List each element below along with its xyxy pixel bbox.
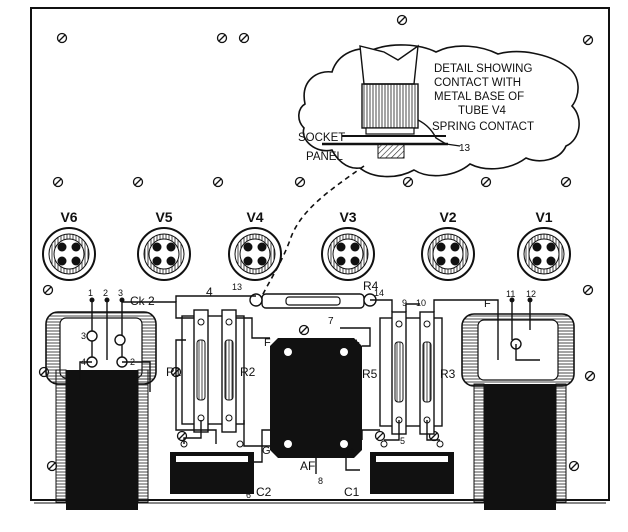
terminal-b-plus: B+: [346, 337, 360, 349]
screw-icon: [374, 430, 386, 442]
choke-ck2-core: [66, 370, 138, 510]
tube-socket-v3: [321, 227, 375, 281]
screw-icon: [176, 430, 188, 442]
screw-icon: [52, 176, 64, 188]
terminal-4: 4: [206, 285, 213, 299]
screw-icon: [480, 176, 492, 188]
socket-pins-icon: [377, 143, 405, 159]
tube-socket-v6: [42, 227, 96, 281]
ck2-terminal-3: 3: [118, 288, 123, 298]
screw-icon: [56, 32, 68, 44]
terminal-6: 6: [246, 490, 251, 500]
tube-socket-v2: [421, 227, 475, 281]
detail-line-2: CONTACT WITH: [434, 77, 521, 89]
wiring: [79, 295, 540, 474]
tube-label-v3: V3: [339, 209, 356, 225]
terminal-f: F: [264, 337, 271, 349]
detail-line-1: DETAIL SHOWING: [434, 63, 532, 75]
screw-icon: [582, 34, 594, 46]
screw-icon: [294, 176, 306, 188]
r5-label: R5: [362, 367, 378, 381]
c1-label: C1: [344, 485, 360, 499]
terminal-p: P: [347, 447, 354, 459]
ck1-label-f: F: [484, 298, 491, 310]
screw-icon: [396, 14, 408, 26]
tube-label-v1: V1: [535, 209, 552, 225]
screw-icon: [212, 176, 224, 188]
choke-ck1-core: [484, 384, 556, 510]
terminal-7: 7: [328, 316, 334, 327]
ck1-terminal-12: 12: [526, 289, 536, 299]
tube-socket-v4: [228, 227, 282, 281]
tube-label-v2: V2: [439, 209, 456, 225]
tube-labels: V6 V5 V4 V3 V2 V1: [60, 209, 552, 225]
detail-callout: DETAIL SHOWING CONTACT WITH METAL BASE O…: [298, 44, 580, 178]
callout-leader-line: [261, 165, 365, 297]
ck2-side-3: 3: [81, 331, 86, 341]
r1-label: R1: [166, 365, 182, 379]
screw-icon: [42, 284, 54, 296]
panel-screws: [38, 14, 596, 478]
resistor-r4: R4: [249, 279, 379, 309]
choke-ck1: F 11 12: [461, 289, 575, 510]
ck2-terminal-2: 2: [103, 288, 108, 298]
terminal-af: AF: [300, 459, 315, 473]
screw-icon: [238, 32, 250, 44]
terminal-5: 5: [400, 436, 405, 446]
tube-label-v6: V6: [60, 209, 77, 225]
terminal-8: 8: [318, 476, 323, 486]
resistor-bank-left: R1 R2: [166, 309, 256, 433]
socket-label: SOCKET: [298, 132, 345, 144]
panel-label: PANEL: [306, 151, 343, 163]
r2-label: R2: [240, 365, 256, 379]
detail-line-4: TUBE V4: [458, 105, 507, 117]
screw-icon: [216, 32, 228, 44]
screw-icon: [46, 460, 58, 472]
audio-transformer: [270, 338, 362, 458]
screw-icon: [560, 176, 572, 188]
c2-label: C2: [256, 485, 272, 499]
capacitor-c1: C1: [344, 440, 454, 499]
r4-label: R4: [363, 279, 379, 293]
terminal-9: 9: [402, 298, 407, 308]
tube-metal-base-icon: [361, 83, 419, 129]
terminal-labels: 4 13 14 7 9 10 F B+ G AF P 8 6 5: [206, 282, 426, 500]
terminal-13: 13: [232, 282, 242, 292]
ck2-terminal-1: 1: [88, 288, 93, 298]
detail-terminal-13: 13: [459, 143, 471, 154]
spring-contact-label: SPRING CONTACT: [432, 121, 534, 133]
screw-icon: [132, 176, 144, 188]
tube-label-v4: V4: [246, 209, 263, 225]
resistor-bank-right: R5 R3: [362, 311, 456, 435]
r3-label: R3: [440, 367, 456, 381]
capacitor-c2: C2: [170, 440, 272, 499]
screw-icon: [298, 324, 310, 336]
terminal-10: 10: [416, 298, 426, 308]
screw-icon: [568, 460, 580, 472]
tube-socket-v1: [517, 227, 571, 281]
ck1-terminal-11: 11: [506, 289, 515, 299]
screw-icon: [582, 284, 594, 296]
terminal-14: 14: [374, 288, 384, 298]
tube-socket-v5: [137, 227, 191, 281]
tube-label-v5: V5: [155, 209, 172, 225]
tube-sockets: [42, 227, 571, 281]
ck2-label: Ck 2: [130, 294, 155, 308]
screw-icon: [584, 370, 596, 382]
spring-contact-icon: [417, 119, 447, 145]
terminal-g: G: [262, 445, 271, 457]
detail-line-3: METAL BASE OF: [434, 91, 524, 103]
choke-ck2: 1 2 3 3 4 2 Ck 2: [45, 288, 157, 510]
screw-icon: [402, 176, 414, 188]
